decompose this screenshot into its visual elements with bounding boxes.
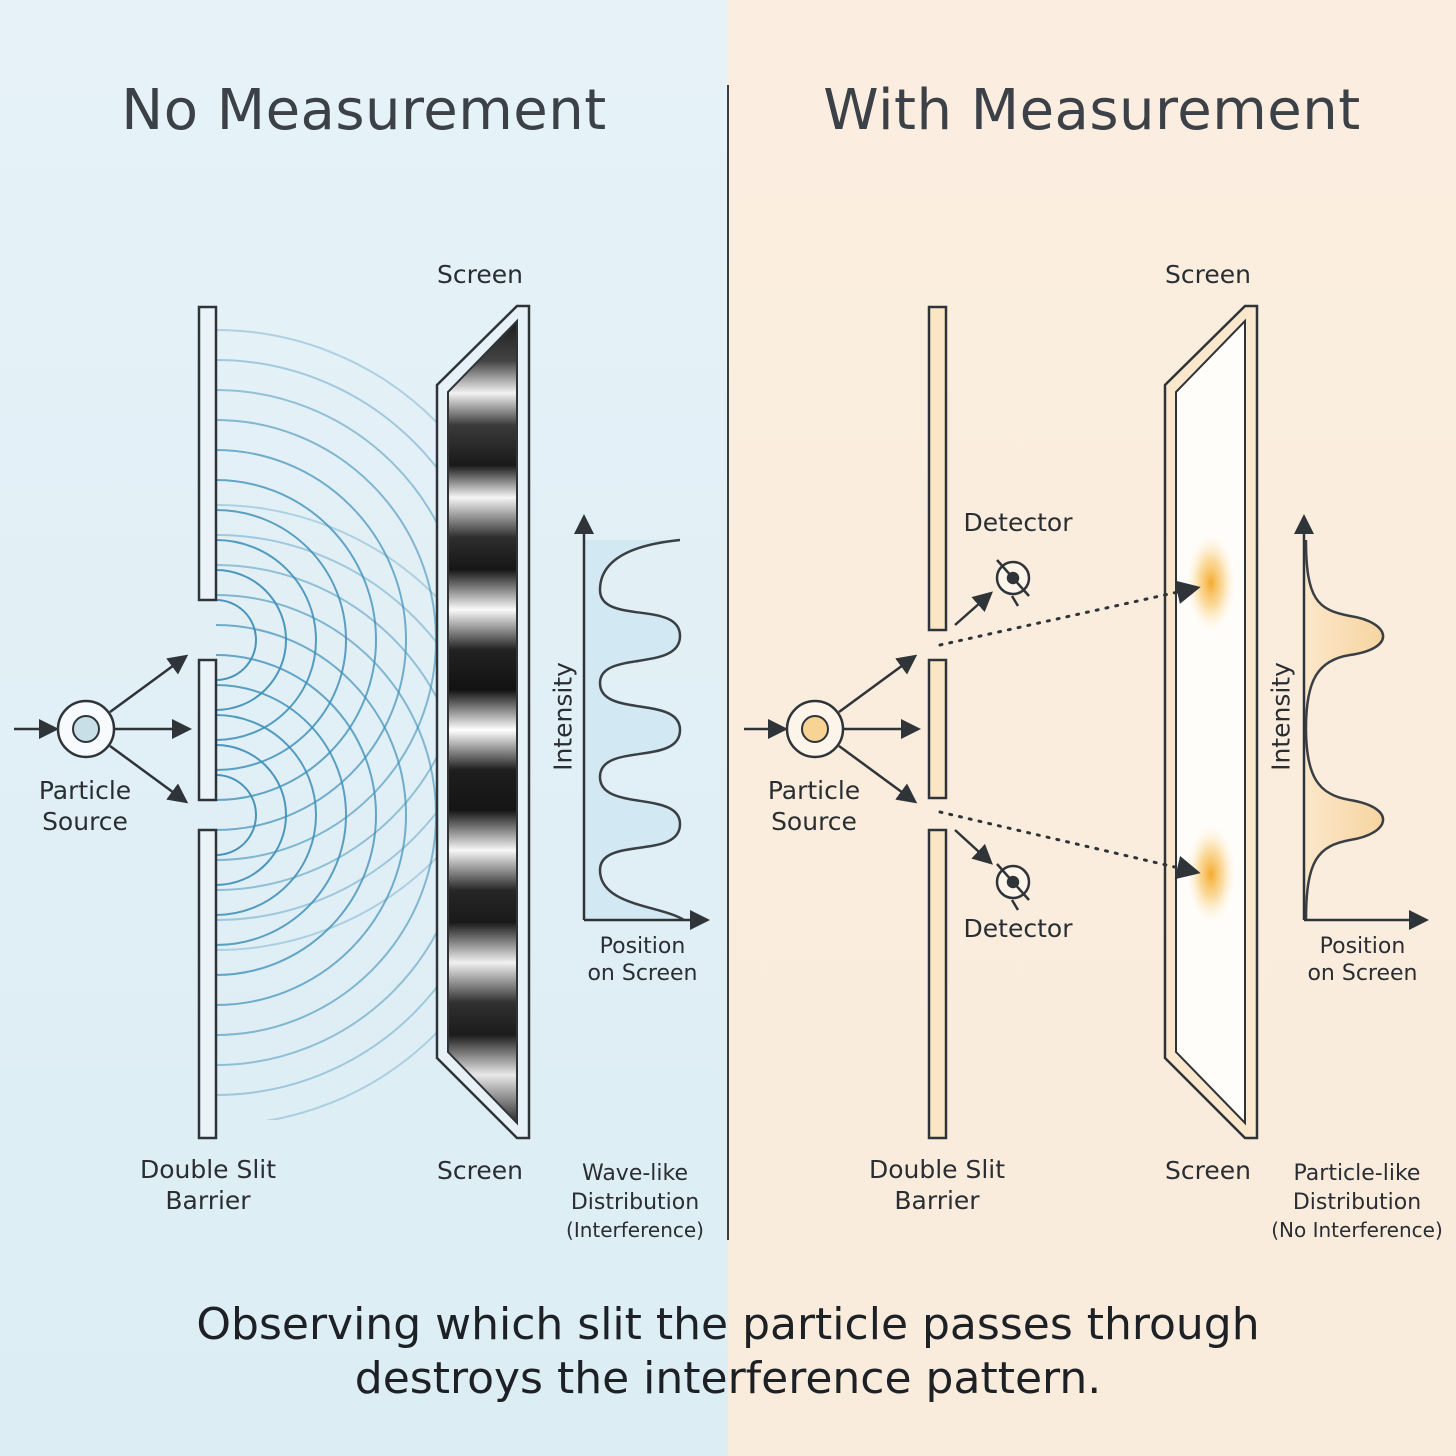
left-source-label: Particle Source <box>20 776 150 837</box>
right-x-axis-label-line2: on Screen <box>1307 960 1418 986</box>
left-x-axis-label: Position on Screen <box>570 934 715 988</box>
double-slit-barrier-left <box>197 305 218 1140</box>
right-screen-bottom-label: Screen <box>1165 1156 1251 1185</box>
detector-arrow-top <box>954 591 993 626</box>
right-distribution-label-line1: Particle-like <box>1293 1161 1421 1186</box>
right-y-axis-label: Intensity <box>1266 662 1296 771</box>
left-x-axis-label-line2: on Screen <box>587 960 698 986</box>
left-barrier-label: Double Slit Barrier <box>118 1155 298 1216</box>
left-distribution-label-line3: (Interference) <box>566 1218 704 1243</box>
left-barrier-label-line2: Barrier <box>165 1185 251 1215</box>
right-distribution-label: Particle-like Distribution (No Interfere… <box>1262 1160 1452 1243</box>
source-arrows-left <box>14 654 192 804</box>
particle-source-left <box>56 699 116 759</box>
source-arrows-right <box>744 654 921 804</box>
right-barrier-label-line2: Barrier <box>894 1185 980 1215</box>
left-distribution-label-line1: Wave-like <box>581 1161 689 1186</box>
left-x-axis-label-line1: Position <box>599 934 686 959</box>
detector-arrow-bottom <box>954 829 993 865</box>
particle-graph-right <box>1294 514 1429 930</box>
caption-line1: Observing which slit the particle passes… <box>196 1299 1260 1350</box>
interference-graph-left <box>574 514 710 930</box>
detection-screen-left <box>435 304 531 1140</box>
right-screen-top-label: Screen <box>1165 260 1251 289</box>
right-x-axis-label: Position on Screen <box>1290 934 1435 988</box>
right-title: With Measurement <box>823 78 1361 143</box>
right-detector-top-label: Detector <box>963 508 1073 537</box>
particle-paths <box>938 580 1201 880</box>
left-source-label-line1: Particle <box>38 776 132 805</box>
left-title: No Measurement <box>121 78 607 143</box>
left-screen-bottom-label: Screen <box>437 1156 523 1185</box>
impact-spot-top <box>1187 535 1235 631</box>
caption-line2: destroys the interference pattern. <box>354 1352 1102 1404</box>
panel-divider <box>727 85 729 1240</box>
left-screen-top-label: Screen <box>437 260 523 289</box>
right-detector-bottom-label: Detector <box>963 914 1073 943</box>
impact-spot-bottom <box>1187 826 1235 922</box>
right-distribution-label-line2: Distribution <box>1292 1189 1422 1215</box>
detector-icon-top <box>995 559 1031 607</box>
right-source-label-line2: Source <box>771 806 857 836</box>
right-barrier-label: Double Slit Barrier <box>847 1155 1027 1216</box>
right-barrier-label-line1: Double Slit <box>868 1155 1006 1184</box>
left-distribution-label-line2: Distribution <box>570 1189 700 1215</box>
detection-screen-right <box>1163 304 1259 1140</box>
caption: Observing which slit the particle passes… <box>0 1298 1456 1405</box>
detector-icon-bottom <box>995 863 1031 911</box>
right-distribution-label-line3: (No Interference) <box>1271 1218 1443 1243</box>
left-distribution-label: Wave-like Distribution (Interference) <box>555 1160 715 1243</box>
right-x-axis-label-line1: Position <box>1319 934 1406 959</box>
left-source-label-line2: Source <box>42 806 128 836</box>
right-source-label-line1: Particle <box>767 776 861 805</box>
left-barrier-label-line1: Double Slit <box>139 1155 277 1184</box>
right-source-label: Particle Source <box>749 776 879 837</box>
double-slit-barrier-right <box>927 305 948 1140</box>
particle-source-right <box>785 699 845 759</box>
left-y-axis-label: Intensity <box>548 662 578 771</box>
